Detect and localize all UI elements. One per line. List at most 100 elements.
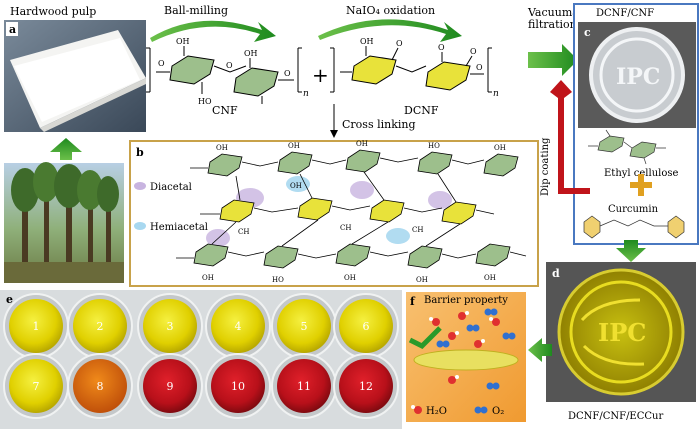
b-ho-2: HO	[272, 276, 284, 284]
arrow-trees-to-pulp	[50, 138, 82, 160]
dcnf-label: DCNF	[404, 104, 439, 117]
well-6	[339, 299, 393, 353]
dcnf-oh-1: OH	[360, 37, 374, 46]
cnf-structure	[146, 46, 302, 104]
diacetal-label: Diacetal	[150, 182, 192, 193]
well-number-8: 8	[97, 380, 104, 393]
arrow-d-to-f	[528, 338, 552, 362]
dcnf-cnf-eccur-label: DCNF/CNF/ECCur	[568, 411, 663, 422]
cnf-o-2: O	[226, 61, 233, 70]
well-10	[211, 359, 265, 413]
cnf-label: CNF	[212, 104, 238, 117]
dcnf-o-3: O	[470, 47, 477, 56]
well-1	[9, 299, 63, 353]
b-oh-6: OH	[202, 274, 214, 282]
o2-label: O₂	[492, 406, 504, 417]
barrier-film	[413, 349, 519, 371]
trees-photo	[4, 162, 124, 283]
well-9	[143, 359, 197, 413]
panel-e-label: e	[6, 293, 13, 306]
well-8	[73, 359, 127, 413]
well-5	[277, 299, 331, 353]
b-oh-3: OH	[356, 140, 368, 148]
well-12	[339, 359, 393, 413]
well-number-1: 1	[33, 320, 40, 333]
well-number-9: 9	[167, 380, 174, 393]
well-2	[73, 299, 127, 353]
well-number-10: 10	[231, 380, 245, 393]
cnf-oh-2: OH	[244, 49, 258, 58]
well-number-2: 2	[97, 320, 104, 333]
well-number-12: 12	[359, 380, 373, 393]
well-number-3: 3	[167, 320, 174, 333]
panel-c-film: DCNF/CNF IPC c Ethyl cellulose Curcumin	[573, 3, 699, 245]
b-oh-2: OH	[288, 142, 300, 150]
naio4-oxidation-label: NaIO₄ oxidation	[346, 4, 435, 17]
molecules-below	[448, 375, 500, 390]
ball-milling-label: Ball-milling	[164, 4, 228, 17]
arrow-dip-coating	[550, 80, 590, 194]
b-oh-8: OH	[416, 276, 428, 284]
cross-linking-label: Cross linking	[342, 118, 416, 131]
molecules-above	[429, 308, 516, 348]
panel-d-coated-film: IPC d	[546, 262, 696, 402]
dcnf-cnf-label: DCNF/CNF	[596, 8, 654, 19]
ipc-text-c: IPC	[616, 64, 660, 90]
b-ch-3: CH	[412, 226, 423, 234]
h2o-label: H₂O	[426, 406, 447, 417]
well-7	[9, 359, 63, 413]
dcnf-labels: OH O O O O	[360, 37, 483, 72]
cnf-o-3: O	[284, 69, 291, 78]
dcnf-o-1: O	[396, 39, 403, 48]
cnf-ho-1: HO	[198, 97, 212, 106]
well-number-11: 11	[297, 380, 311, 393]
wells-row-bottom: 7 8 9 10 11 12	[3, 353, 399, 419]
panel-f-barrier: f Barrier property H₂O O₂	[406, 292, 526, 422]
hardwood-pulp-label: Hardwood pulp	[10, 5, 96, 18]
arrow-ball-milling	[150, 20, 276, 42]
ethyl-cellulose-label: Ethyl cellulose	[604, 168, 678, 179]
cnf-subscript-n: n	[303, 89, 309, 99]
b-ho-1: HO	[428, 142, 440, 150]
panel-a-pulp-photo: a	[4, 20, 146, 132]
arrow-oxidation	[318, 19, 462, 42]
b-oh-5: OH	[290, 182, 302, 190]
panel-f-label: f	[410, 295, 416, 308]
plus-sign: +	[312, 63, 329, 87]
wells-row-top: 1 2 3 4 5 6	[3, 293, 399, 359]
b-oh-1: OH	[216, 144, 228, 152]
panel-a-label: a	[9, 23, 16, 36]
cnf-oh-1: OH	[176, 37, 190, 46]
cnf-oh-labels: OH HO OH O O O	[158, 37, 291, 106]
well-number-6: 6	[363, 320, 370, 333]
b-ch-1: CH	[238, 228, 249, 236]
arrow-c-to-d	[616, 240, 646, 262]
b-oh-9: OH	[484, 274, 496, 282]
dcnf-subscript-n: n	[493, 89, 499, 99]
well-3	[143, 299, 197, 353]
cnf-o-1: O	[158, 59, 165, 68]
dcnf-o-4: O	[476, 63, 483, 72]
o2-legend-icon	[474, 406, 482, 414]
plus-icon-orange	[630, 174, 652, 196]
vacuum-filtration-label-1: Vacuuma	[527, 6, 579, 19]
h2o-legend-icon-h	[411, 405, 415, 409]
panel-b-label: b	[136, 146, 144, 159]
dcnf-o-2: O	[438, 43, 445, 52]
b-oh-7: OH	[344, 274, 356, 282]
vacuum-filtration-label-2: filtration	[528, 18, 577, 31]
well-number-4: 4	[235, 320, 242, 333]
arrow-vacuum-filtration	[528, 44, 578, 76]
hemiacetal-label: Hemiacetal	[150, 222, 208, 233]
panel-b-network: b Diacetal Hemiacetal	[129, 140, 539, 287]
b-oh-4: OH	[494, 144, 506, 152]
barrier-property-label: Barrier property	[424, 295, 508, 306]
well-11	[277, 359, 331, 413]
well-number-5: 5	[301, 320, 308, 333]
panel-c-label: c	[584, 26, 591, 39]
dcnf-structure	[330, 46, 492, 93]
well-number-7: 7	[33, 380, 40, 393]
dip-coating-label: Dip coating	[540, 137, 551, 196]
